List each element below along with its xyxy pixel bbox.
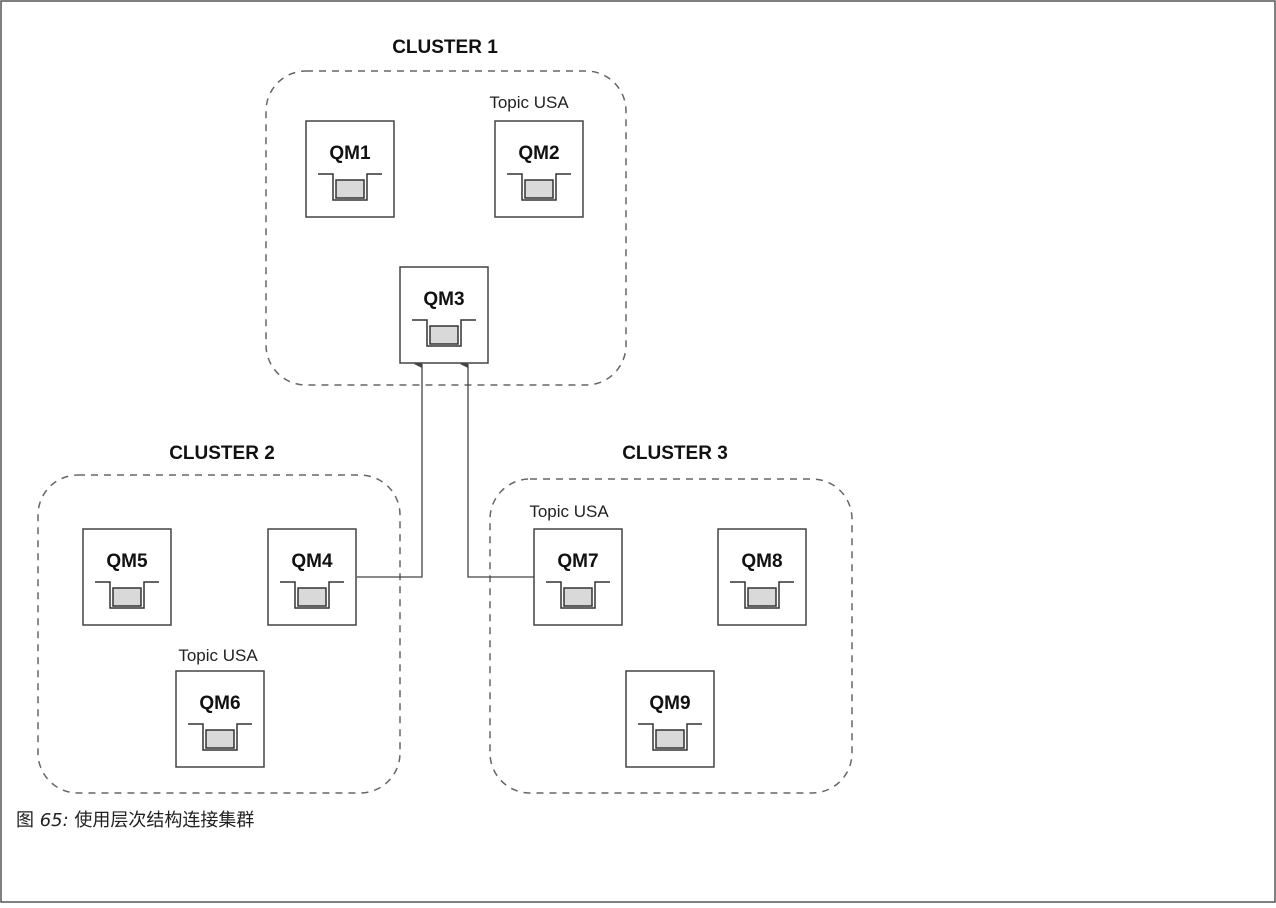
connection-qm4-to-qm3 bbox=[357, 360, 423, 578]
queue-icon bbox=[546, 581, 610, 609]
queue-manager-label-qm4: QM4 bbox=[291, 551, 333, 572]
cluster-3-title: CLUSTER 3 bbox=[622, 443, 728, 464]
queue-manager-box-qm4 bbox=[267, 528, 357, 626]
cluster-2-title: CLUSTER 2 bbox=[169, 443, 275, 464]
queue-icon bbox=[280, 581, 344, 609]
cluster-1-boundary bbox=[265, 70, 627, 386]
queue-manager-qm4: QM4 bbox=[267, 528, 357, 626]
queue-manager-label-qm9: QM9 bbox=[649, 693, 690, 714]
queue-manager-qm6: QM6 bbox=[175, 670, 265, 768]
queue-manager-box-qm6 bbox=[175, 670, 265, 768]
queue-manager-box-qm9 bbox=[625, 670, 715, 768]
queue-icon bbox=[318, 173, 382, 201]
caption-number: 65: bbox=[39, 810, 69, 831]
queue-manager-label-qm2: QM2 bbox=[518, 143, 559, 164]
queue-manager-label-qm5: QM5 bbox=[106, 551, 148, 572]
topic-label-qm2: Topic USA bbox=[489, 93, 569, 112]
cluster-2-boundary bbox=[37, 474, 401, 794]
queue-manager-box-qm7 bbox=[533, 528, 623, 626]
queue-manager-label-qm6: QM6 bbox=[199, 693, 240, 714]
queue-manager-box-qm3 bbox=[399, 266, 489, 364]
queue-icon bbox=[638, 723, 702, 751]
queue-manager-qm2: QM2 bbox=[494, 120, 584, 218]
topic-label-qm6: Topic USA bbox=[178, 646, 258, 665]
queue-manager-qm3: QM3 bbox=[399, 266, 489, 364]
cluster-3-boundary bbox=[489, 478, 853, 794]
topic-label-qm7: Topic USA bbox=[529, 502, 609, 521]
queue-manager-label-qm3: QM3 bbox=[423, 289, 464, 310]
figure-caption: 图 65: 使用层次结构连接集群 bbox=[16, 806, 254, 832]
queue-icon bbox=[507, 173, 571, 201]
queue-manager-box-qm8 bbox=[717, 528, 807, 626]
queue-manager-box-qm1 bbox=[305, 120, 395, 218]
connection-qm7-to-qm3 bbox=[460, 360, 534, 578]
queue-icon bbox=[730, 581, 794, 609]
caption-prefix: 图 bbox=[16, 810, 40, 831]
queue-icon bbox=[95, 581, 159, 609]
queue-manager-qm7: QM7 bbox=[533, 528, 623, 626]
queue-manager-label-qm1: QM1 bbox=[329, 143, 371, 164]
queue-manager-label-qm7: QM7 bbox=[557, 551, 598, 572]
cluster-1-title: CLUSTER 1 bbox=[392, 37, 498, 58]
queue-icon bbox=[412, 319, 476, 347]
queue-icon bbox=[188, 723, 252, 751]
queue-manager-label-qm8: QM8 bbox=[741, 551, 782, 572]
queue-manager-qm9: QM9 bbox=[625, 670, 715, 768]
queue-manager-qm8: QM8 bbox=[717, 528, 807, 626]
queue-manager-box-qm2 bbox=[494, 120, 584, 218]
queue-manager-qm5: QM5 bbox=[82, 528, 172, 626]
caption-text: 使用层次结构连接集群 bbox=[68, 810, 255, 831]
queue-manager-qm1: QM1 bbox=[305, 120, 395, 218]
queue-manager-box-qm5 bbox=[82, 528, 172, 626]
